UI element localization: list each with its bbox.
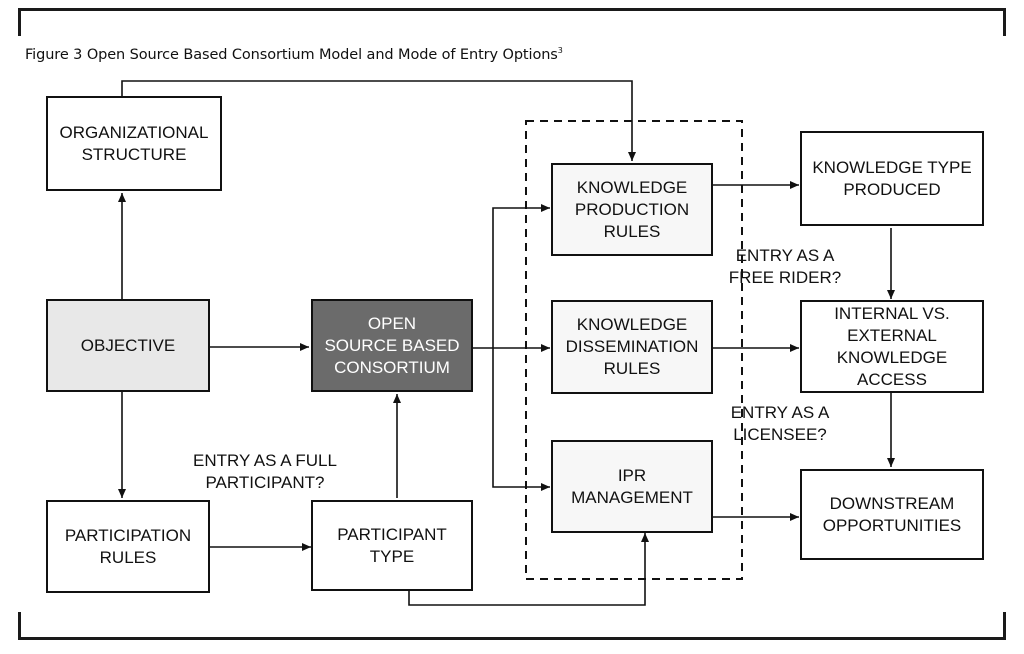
frame-top-left-vertical	[18, 8, 21, 36]
entry-licensee-label: ENTRY AS A LICENSEE?	[730, 403, 830, 444]
open-source-consortium-box: OPEN SOURCE BASED CONSORTIUM	[311, 299, 473, 392]
entry-free-rider-label: ENTRY AS A FREE RIDER?	[728, 246, 842, 287]
arrow-consortium-to-production	[492, 204, 550, 348]
frame-top-right-vertical	[1003, 8, 1006, 36]
objective-box: OBJECTIVE	[46, 299, 210, 392]
internal-external-access-box: INTERNAL VS. EXTERNAL KNOWLEDGE ACCESS	[800, 300, 984, 393]
frame-bottom-horizontal	[18, 637, 1006, 640]
figure-title-text: Figure 3 Open Source Based Consortium Mo…	[25, 46, 558, 63]
figure-title-footnote: 3	[557, 46, 563, 55]
entry-full-participant-label: ENTRY AS A FULL PARTICIPANT?	[193, 451, 337, 492]
knowledge-production-rules-box: KNOWLEDGE PRODUCTION RULES	[551, 163, 713, 256]
frame-bottom-left-vertical	[18, 612, 21, 640]
arrow-org-structure-to-production-rules	[121, 80, 636, 161]
participant-type-box: PARTICIPANT TYPE	[311, 500, 473, 591]
ipr-management-box: IPR MANAGEMENT	[551, 440, 713, 533]
arrow-participant-type-to-ipr	[408, 533, 649, 606]
frame-top-left-horizontal	[18, 8, 1006, 11]
arrow-consortium-to-ipr	[492, 348, 550, 491]
participation-rules-box: PARTICIPATION RULES	[46, 500, 210, 593]
figure-title: Figure 3 Open Source Based Consortium Mo…	[25, 46, 563, 63]
frame-bottom-right-vertical	[1003, 612, 1006, 640]
knowledge-dissemination-rules-box: KNOWLEDGE DISSEMINATION RULES	[551, 300, 713, 394]
downstream-opportunities-box: DOWNSTREAM OPPORTUNITIES	[800, 469, 984, 560]
knowledge-type-produced-box: KNOWLEDGE TYPE PRODUCED	[800, 131, 984, 226]
organizational-structure-box: ORGANIZATIONAL STRUCTURE	[46, 96, 222, 191]
